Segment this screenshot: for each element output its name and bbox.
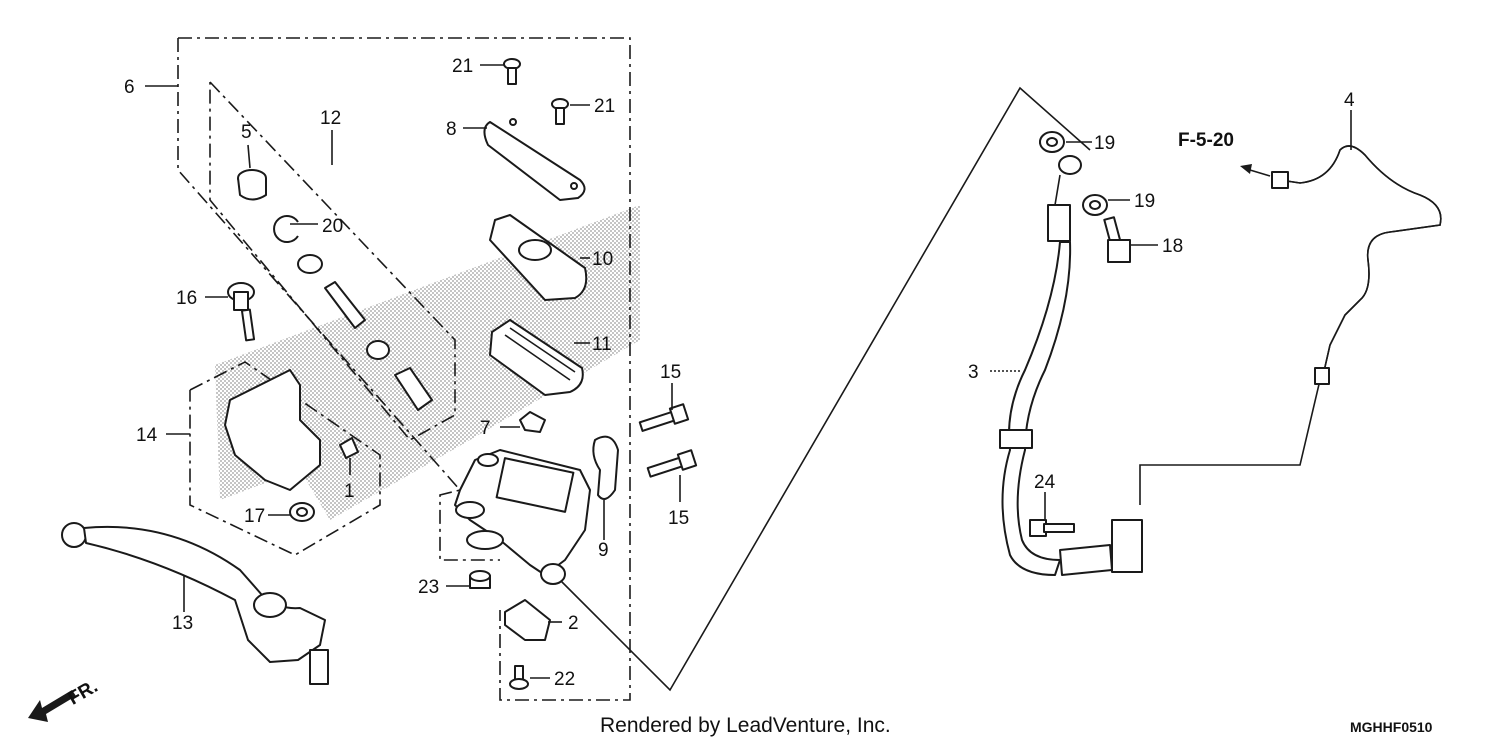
callout-12: 12 <box>320 108 341 129</box>
callout-1: 1 <box>344 481 355 502</box>
callout-17: 17 <box>244 506 265 527</box>
washer-19-upper-icon <box>1039 131 1065 153</box>
switch-icon <box>504 599 551 641</box>
callout-7: 7 <box>480 418 491 439</box>
callout-22: 22 <box>554 669 575 690</box>
bolt-15-lower-icon <box>646 449 698 478</box>
callout-19-upper: 19 <box>1094 133 1115 154</box>
brake-lever-icon <box>61 522 329 685</box>
screw-21-right-icon <box>551 98 569 125</box>
callout-23: 23 <box>418 577 439 598</box>
callout-8: 8 <box>446 119 457 140</box>
banjo-bolt-icon <box>1103 216 1131 263</box>
callout-6: 6 <box>124 77 135 98</box>
circlip-icon <box>273 215 299 243</box>
callout-18: 18 <box>1162 236 1183 257</box>
callout-4: 4 <box>1344 90 1355 111</box>
screw-22-icon <box>509 665 529 690</box>
callout-14: 14 <box>136 425 158 446</box>
brake-pipe-icon <box>1279 145 1442 381</box>
callout-5: 5 <box>241 122 252 143</box>
callout-21-right: 21 <box>594 96 615 117</box>
reference-label: F-5-20 <box>1178 130 1234 151</box>
group-outlines <box>177 37 1321 701</box>
lever-bracket-icon <box>224 369 321 491</box>
footer-credit: Rendered by LeadVenture, Inc. <box>600 714 891 737</box>
washer-19-lower-icon <box>1082 194 1108 216</box>
front-direction-label: FR. <box>65 676 102 709</box>
reference-arrow-icon <box>1240 164 1271 177</box>
callout-11: 11 <box>592 334 612 355</box>
parts <box>61 58 1442 690</box>
callout-15-upper: 15 <box>660 362 681 383</box>
callout-15-lower: 15 <box>668 508 689 529</box>
reservoir-cap-icon <box>483 121 586 201</box>
callout-24: 24 <box>1034 472 1056 493</box>
pivot-bolt-icon <box>227 282 256 342</box>
diagram-code: MGHHF0510 <box>1350 719 1433 735</box>
piston-set-icon <box>297 254 433 411</box>
callout-20: 20 <box>322 216 343 237</box>
bolt-24-icon <box>1029 519 1075 537</box>
leader-lines <box>145 64 1352 679</box>
cap-23-icon <box>469 570 491 589</box>
front-direction-arrow-icon <box>28 690 76 722</box>
callout-9: 9 <box>598 540 609 561</box>
nut-icon <box>289 502 315 522</box>
boot-icon <box>237 169 267 201</box>
callout-13: 13 <box>172 613 193 634</box>
holder-icon <box>592 435 619 500</box>
screw-21-top-icon <box>503 58 521 85</box>
callout-16: 16 <box>176 288 197 309</box>
clip-icon <box>519 411 546 433</box>
callout-2: 2 <box>568 613 579 634</box>
callout-19-lower: 19 <box>1134 191 1155 212</box>
callout-3: 3 <box>968 362 979 383</box>
callout-21-top: 21 <box>452 56 473 77</box>
spring-icon <box>339 437 359 459</box>
bolt-15-upper-icon <box>638 403 690 432</box>
callout-10: 10 <box>592 249 613 270</box>
